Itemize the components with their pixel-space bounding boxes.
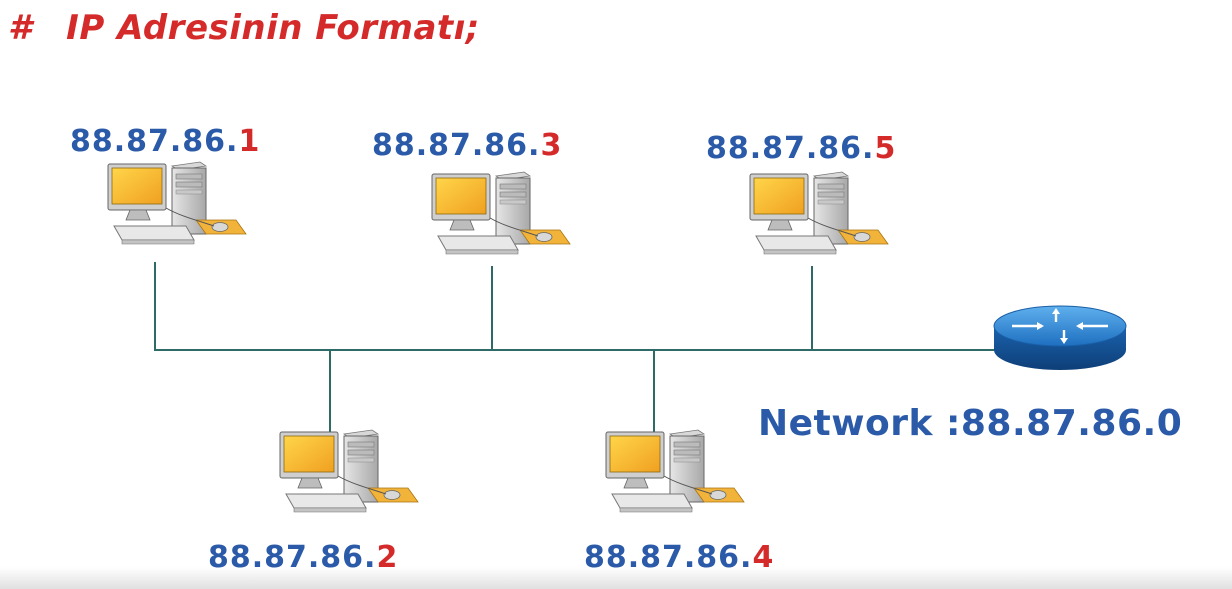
desktop-computer-icon — [100, 160, 250, 260]
ip-network-part: 88.87.86. — [706, 131, 875, 166]
desktop-computer-icon — [424, 170, 574, 270]
ip-host-part: 3 — [540, 128, 563, 163]
desktop-computer-icon — [598, 428, 748, 528]
title-text: IP Adresinin Formatı; — [66, 8, 480, 48]
ip-host-part: 4 — [752, 540, 775, 575]
router-icon — [990, 300, 1130, 380]
ip-network-part: 88.87.86. — [208, 540, 377, 575]
ip-network-part: 88.87.86. — [372, 128, 541, 163]
ip-label-host-1: 88.87.86.1 — [70, 124, 260, 159]
ip-network-part: 88.87.86. — [584, 540, 753, 575]
ip-label-host-5: 88.87.86.5 — [706, 131, 896, 166]
ip-host-part: 5 — [874, 131, 897, 166]
desktop-computer-icon — [272, 428, 422, 528]
ip-host-part: 1 — [238, 124, 261, 159]
desktop-computer-icon — [742, 170, 892, 270]
ip-network-part: 88.87.86. — [70, 124, 239, 159]
page-title: # IP Adresinin Formatı; — [8, 8, 480, 48]
ip-label-host-3: 88.87.86.3 — [372, 128, 562, 163]
ip-host-part: 2 — [376, 540, 399, 575]
title-hash: # — [8, 8, 33, 48]
network-address-label: Network :88.87.86.0 — [758, 403, 1183, 444]
ip-label-host-2: 88.87.86.2 — [208, 540, 398, 575]
bottom-shade — [0, 567, 1232, 589]
ip-label-host-4: 88.87.86.4 — [584, 540, 774, 575]
